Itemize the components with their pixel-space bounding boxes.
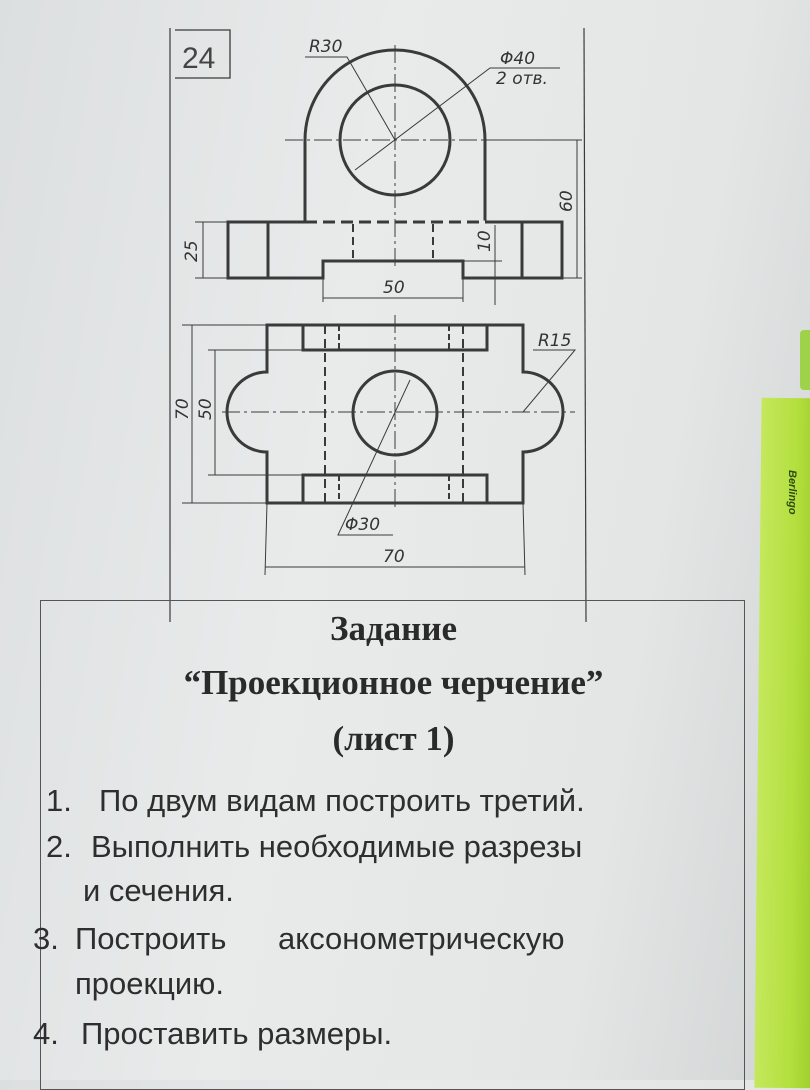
item-3-text-cont: проекцию. bbox=[75, 966, 225, 1001]
dim-60-label: 60 bbox=[557, 190, 577, 212]
green-ruler bbox=[754, 397, 810, 1089]
item-2-number: 2. bbox=[46, 829, 72, 864]
item-2-text-cont: и сечения. bbox=[83, 873, 234, 908]
dim-10-label: 10 bbox=[475, 230, 495, 252]
task-box: Задание “Проекционное черчение” (лист 1)… bbox=[33, 600, 745, 1090]
item-1-text: По двум видам построить третий. bbox=[99, 783, 585, 818]
frame-right-line bbox=[583, 27, 587, 623]
dim-50-depth-label: 50 bbox=[196, 398, 216, 420]
task-heading: Задание bbox=[329, 609, 458, 648]
r15-label: R15 bbox=[538, 331, 571, 351]
dim-50-label: 50 bbox=[383, 278, 405, 298]
dim-70-width-label: 70 bbox=[383, 547, 405, 567]
task-sheet: (лист 1) bbox=[332, 719, 455, 758]
task-number-box bbox=[175, 29, 231, 79]
item-2-text: Выполнить необходимые разрезы bbox=[91, 829, 583, 864]
item-1-number: 1. bbox=[46, 783, 72, 818]
dim-70-depth-label: 70 bbox=[173, 398, 193, 420]
item-4-text: Проставить размеры. bbox=[81, 1016, 393, 1051]
front-view bbox=[195, 45, 582, 305]
phi30-label: Φ30 bbox=[345, 515, 380, 535]
top-view bbox=[182, 315, 577, 576]
item-3-text: Построить аксонометрическую bbox=[75, 921, 565, 956]
task-number: 24 bbox=[182, 42, 215, 75]
ruler-brand-logo: Berlingo bbox=[786, 470, 798, 515]
item-4-number: 4. bbox=[33, 1016, 59, 1051]
r30-label: R30 bbox=[309, 37, 342, 57]
task-title: “Проекционное черчение” bbox=[183, 663, 604, 702]
hole-count-label: 2 отв. bbox=[496, 69, 548, 89]
item-3-number: 3. bbox=[33, 921, 59, 956]
dim-25-label: 25 bbox=[182, 240, 202, 262]
phi40-label: Φ40 bbox=[500, 49, 535, 69]
marker-cap bbox=[800, 330, 810, 390]
